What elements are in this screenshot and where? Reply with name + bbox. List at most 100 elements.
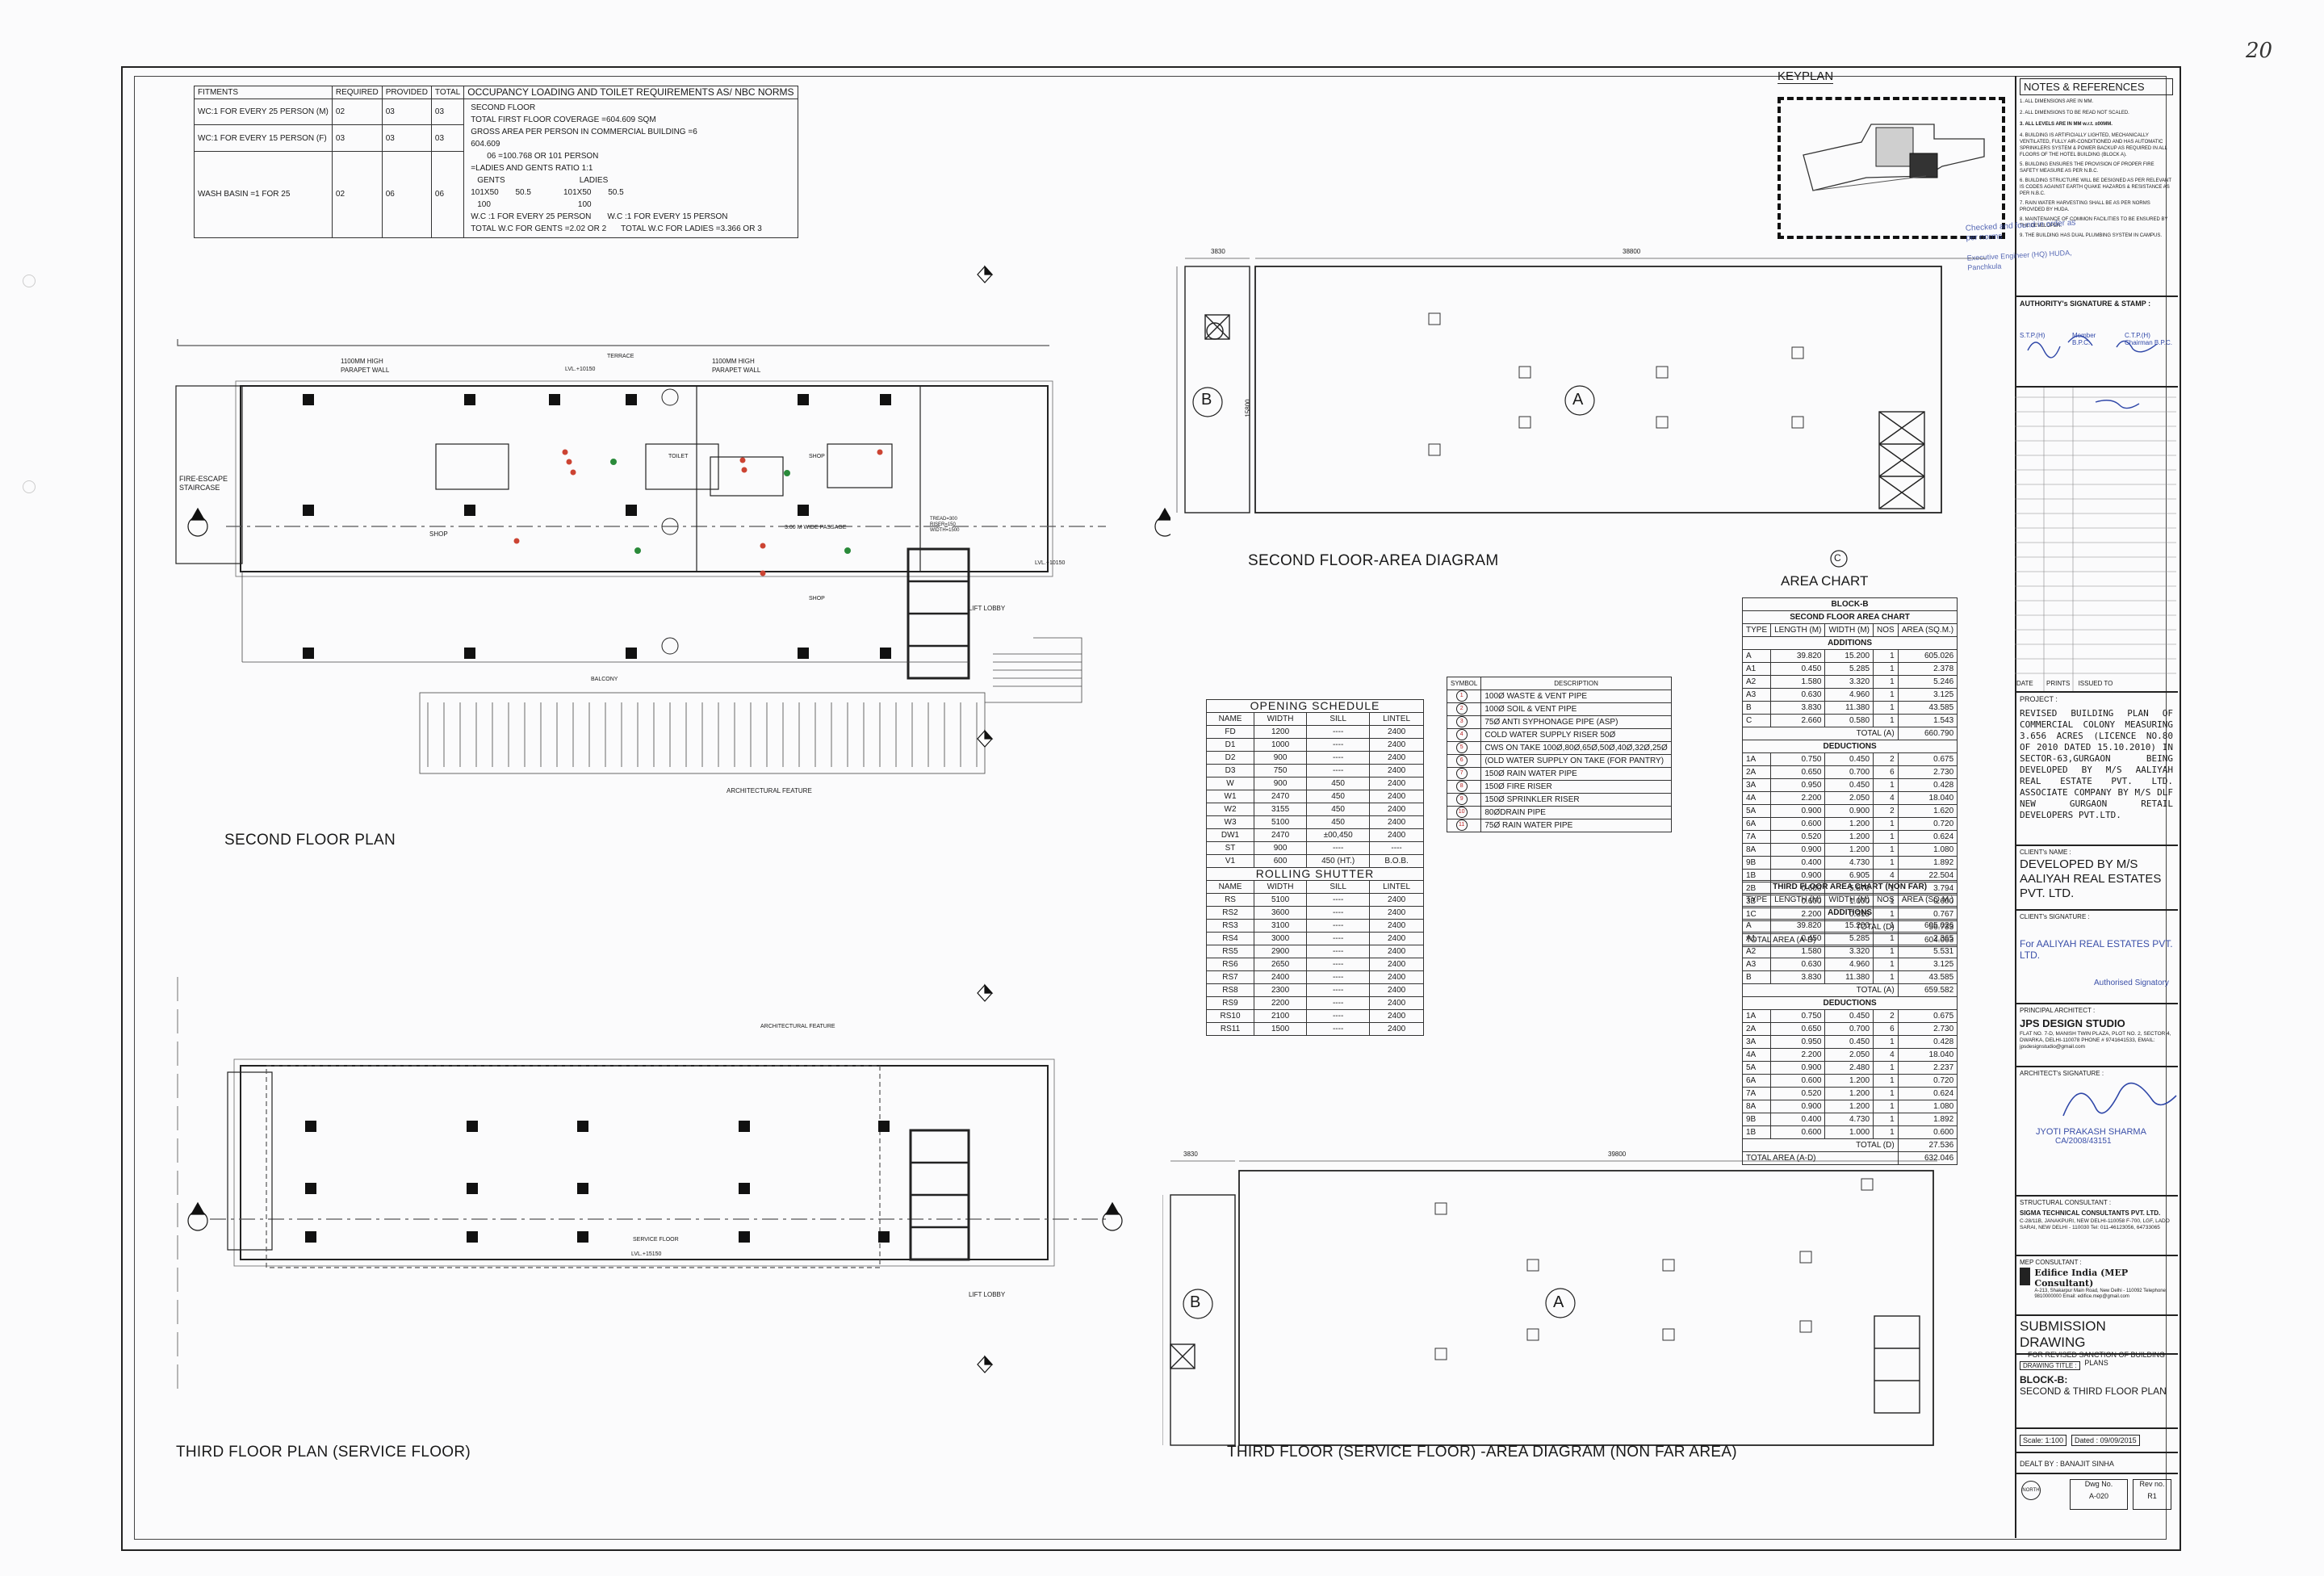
symbol-cell: 1 [1446, 690, 1482, 703]
fitment-cell: WC:1 FOR EVERY 25 PERSON (M) [194, 98, 333, 126]
table-cell: 0.900 [1770, 1100, 1826, 1113]
table-cell: RS10 [1205, 1009, 1255, 1023]
submission-section: SUBMISSION DRAWING FOR REVISED SANCTION … [2015, 1314, 2178, 1367]
occupancy-header: FITMENTS [194, 86, 333, 99]
table-cell: 1 [1873, 958, 1899, 971]
provided-cell: 06 [381, 150, 432, 239]
table-cell: 0.450 [1770, 932, 1826, 945]
table-cell: 1B [1741, 1125, 1772, 1139]
pipe-symbol-icon: 7 [1455, 768, 1468, 780]
note-line: GROSS AREA PER PERSON IN COMMERCIAL BUIL… [471, 128, 697, 136]
notes-title: NOTES & REFERENCES [2020, 78, 2173, 95]
submission-title: SUBMISSION DRAWING [2020, 1318, 2106, 1350]
signatory: C.T.P.(H) Chairman B.P.C. [2125, 332, 2172, 346]
table-cell: 1.580 [1770, 675, 1826, 689]
deductions-label: DEDUCTIONS [1741, 996, 1958, 1010]
column-header: SILL [1306, 712, 1371, 726]
symbol-cell: 6 [1446, 754, 1482, 768]
area-label-c: C [1834, 552, 1841, 564]
parapet-label: 1100MM HIGH PARAPET WALL [712, 358, 761, 374]
table-cell: 5A [1741, 1061, 1772, 1075]
table-cell: 2.365 [1897, 932, 1958, 945]
table-cell: 0.580 [1824, 714, 1874, 727]
arch-sig-name: JYOTI PRAKASH SHARMA [2036, 1127, 2146, 1137]
structural-section: STRUCTURAL CONSULTANT : SIGMA TECHNICAL … [2015, 1195, 2178, 1255]
table-cell: 2400 [1369, 815, 1424, 829]
table-cell: 2.050 [1824, 791, 1874, 805]
table-cell: 2.730 [1897, 765, 1958, 779]
table-cell: A3 [1741, 958, 1772, 971]
table-cell: 0.650 [1770, 765, 1826, 779]
description-cell: 100Ø WASTE & VENT PIPE [1480, 690, 1672, 703]
area-chart-title: AREA CHART [1781, 573, 1869, 589]
table-cell: 1 [1873, 1074, 1899, 1088]
architect-label: PRINCIPAL ARCHITECT : [2020, 1007, 2096, 1014]
table-cell: 750 [1254, 764, 1308, 778]
table-cell: 2.378 [1897, 662, 1958, 676]
table-cell: ---- [1306, 893, 1371, 907]
table-cell: 1.000 [1824, 1125, 1874, 1139]
column-header: TYPE [1741, 623, 1772, 637]
table-cell: A1 [1741, 662, 1772, 676]
table-cell: 0.900 [1770, 843, 1826, 857]
table-cell: 6 [1873, 765, 1899, 779]
column-header: LINTEL [1369, 880, 1424, 894]
total-value: 660.790 [1897, 727, 1958, 740]
client-name: DEVELOPED BY M/S AALIYAH REAL ESTATES PV… [2020, 857, 2162, 900]
table-cell: 0.900 [1824, 804, 1874, 818]
table-cell: 900 [1254, 751, 1308, 765]
shop-label: SHOP [809, 454, 825, 459]
table-cell: 0.675 [1897, 1009, 1958, 1023]
rev-no-label: Rev no. [2139, 1480, 2165, 1488]
table-cell: ---- [1306, 983, 1371, 997]
total-label: TOTAL AREA (A-D) [1742, 1151, 1899, 1165]
keyplan-box [1778, 97, 2005, 239]
additions-label: ADDITIONS [1741, 906, 1958, 920]
table-cell: 450 [1306, 777, 1371, 790]
terrace-label: TERRACE [607, 354, 634, 359]
provided-cell: 03 [381, 98, 432, 126]
dwg-no-value: A-020 [2088, 1492, 2109, 1500]
table-cell: ST [1205, 841, 1255, 855]
table-cell: RS8 [1205, 983, 1255, 997]
table-cell: 1 [1873, 688, 1899, 702]
signatory-row: S.T.P.(H) Member B.P.C. C.T.P.(H) Chairm… [2020, 332, 2173, 346]
description-cell: 150Ø FIRE RISER [1480, 780, 1672, 794]
table-cell: 1.200 [1824, 830, 1874, 844]
table-cell: 8A [1741, 843, 1772, 857]
table-cell: 1200 [1254, 725, 1308, 739]
table-cell: 1 [1873, 1035, 1899, 1049]
mep-name: Edifice India (MEP Consultant) [2034, 1268, 2129, 1289]
second-floor-plan-title: SECOND FLOOR PLAN [224, 832, 396, 849]
table-cell: 2400 [1369, 996, 1424, 1010]
occupancy-header: OCCUPANCY LOADING AND TOILET REQUIREMENT… [463, 86, 798, 99]
note-item: 6. BUILDING STRUCTURE WILL BE DESIGNED A… [2020, 178, 2171, 196]
table-cell: 4.960 [1824, 958, 1874, 971]
notes-section: NOTES & REFERENCES 1. ALL DIMENSIONS ARE… [2015, 76, 2178, 294]
arch-feature-label: ARCHITECTURAL FEATURE [727, 787, 812, 794]
table-cell: 600 [1254, 854, 1308, 868]
table-cell: 0.624 [1897, 830, 1958, 844]
table-cell: 2.050 [1824, 1048, 1874, 1062]
column-header: NAME [1205, 880, 1255, 894]
table-cell: 3.125 [1897, 688, 1958, 702]
note-item: 9. THE BUILDING HAS DUAL PLUMBING SYSTEM… [2020, 233, 2163, 238]
table-cell: 5.285 [1824, 932, 1874, 945]
